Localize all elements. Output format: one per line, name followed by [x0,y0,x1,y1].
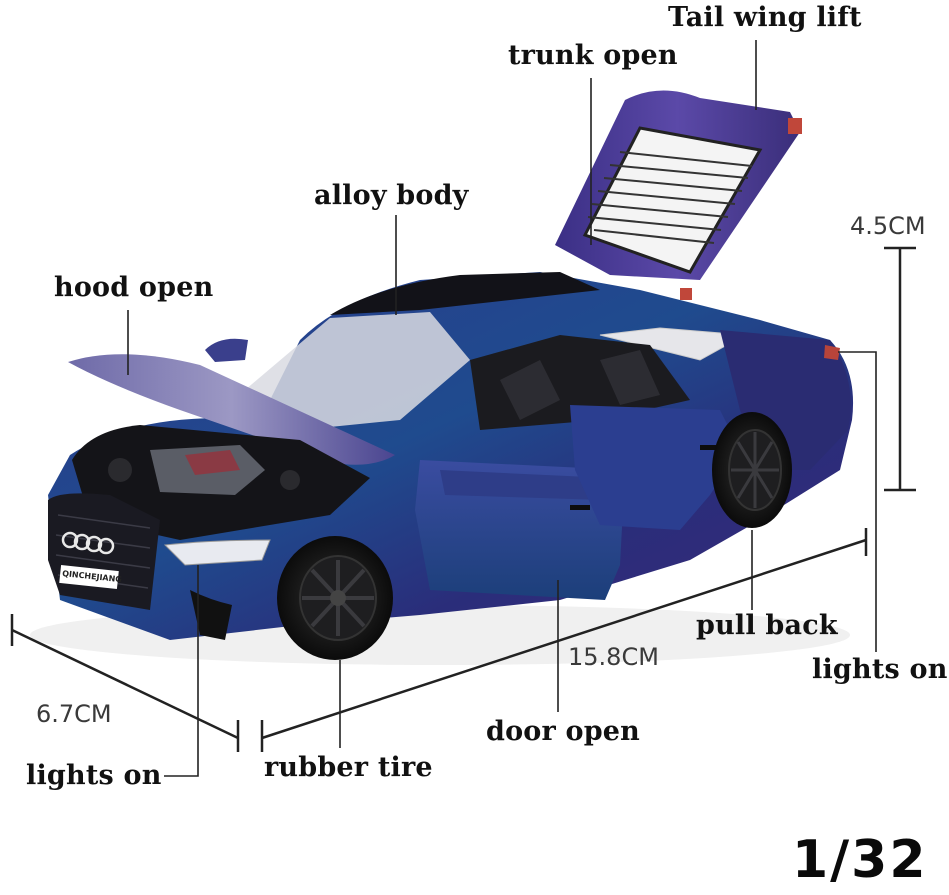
hood [68,354,395,465]
label-door-open: door open [486,716,641,747]
label-pull-back: pull back [696,610,838,641]
label-lights-on-rear: lights on [812,654,948,685]
label-hood-open: hood open [54,272,214,303]
dimension-length [260,528,868,752]
label-lights-on-front: lights on [26,760,162,791]
dimension-height [884,246,916,492]
label-alloy-body: alloy body [314,180,469,211]
dimension-width [10,614,240,752]
rear-wheel [712,412,792,528]
front-wheel [277,536,393,660]
engine-bay [72,425,370,540]
label-tail-wing-lift: Tail wing lift [668,2,862,33]
front-fascia [48,493,271,640]
label-trunk-open: trunk open [508,40,678,71]
callout-lines [127,40,877,777]
trunk-lid [555,90,802,300]
front-door [415,460,625,600]
dimension-width-label: 6.7CM [36,700,112,728]
dimension-height-label: 4.5CM [850,212,926,240]
rings-logo [61,531,115,555]
dimension-length-label: 15.8CM [568,643,659,671]
tail-light [824,345,840,360]
scale-badge: 1/32 [792,830,928,890]
label-rubber-tire: rubber tire [264,752,433,783]
